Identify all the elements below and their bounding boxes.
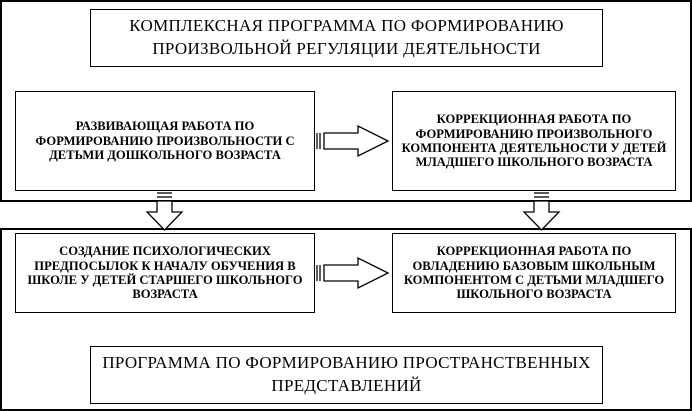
bottom-title-text: ПРОГРАММА ПО ФОРМИРОВАНИЮ ПРОСТРАНСТВЕНН… <box>102 353 591 395</box>
box-bottom-right-text: КОРРЕКЦИОННАЯ РАБОТА ПО ОВЛАДЕНИЮ БАЗОВЫ… <box>403 244 665 302</box>
arrow-right-lower <box>316 256 390 290</box>
box-top-right-text: КОРРЕКЦИОННАЯ РАБОТА ПО ФОРМИРОВАНИЮ ПРО… <box>401 112 667 170</box>
top-title-text: КОМПЛЕКСНАЯ ПРОГРАММА ПО ФОРМИРОВАНИЮ ПР… <box>129 16 564 58</box>
box-bottom-left: СОЗДАНИЕ ПСИХОЛОГИЧЕСКИХ ПРЕДПОСЫЛОК К Н… <box>15 233 315 313</box>
arrow-down-right <box>522 192 561 231</box>
box-top-left-text: РАЗВИВАЮЩАЯ РАБОТА ПО ФОРМИРОВАНИЮ ПРОИЗ… <box>35 119 295 163</box>
top-title-box: КОМПЛЕКСНАЯ ПРОГРАММА ПО ФОРМИРОВАНИЮ ПР… <box>90 9 603 67</box>
arrow-down-left <box>145 192 184 231</box>
box-bottom-right: КОРРЕКЦИОННАЯ РАБОТА ПО ОВЛАДЕНИЮ БАЗОВЫ… <box>392 233 676 313</box>
upper-section-frame <box>0 0 692 202</box>
box-bottom-left-text: СОЗДАНИЕ ПСИХОЛОГИЧЕСКИХ ПРЕДПОСЫЛОК К Н… <box>27 244 303 302</box>
bottom-title-box: ПРОГРАММА ПО ФОРМИРОВАНИЮ ПРОСТРАНСТВЕНН… <box>90 346 603 404</box>
box-top-right: КОРРЕКЦИОННАЯ РАБОТА ПО ФОРМИРОВАНИЮ ПРО… <box>392 91 676 191</box>
box-top-left: РАЗВИВАЮЩАЯ РАБОТА ПО ФОРМИРОВАНИЮ ПРОИЗ… <box>15 91 315 191</box>
lower-section-frame <box>0 228 692 411</box>
arrow-right-upper <box>316 124 390 158</box>
